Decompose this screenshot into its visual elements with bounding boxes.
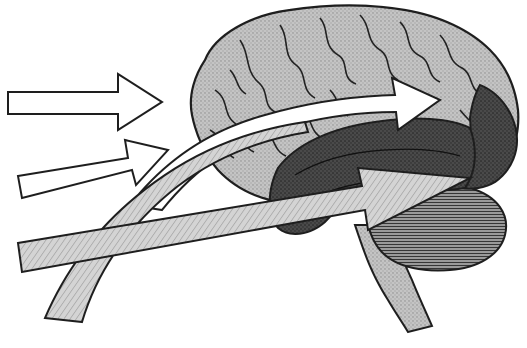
input-arrow-top [8,74,162,130]
